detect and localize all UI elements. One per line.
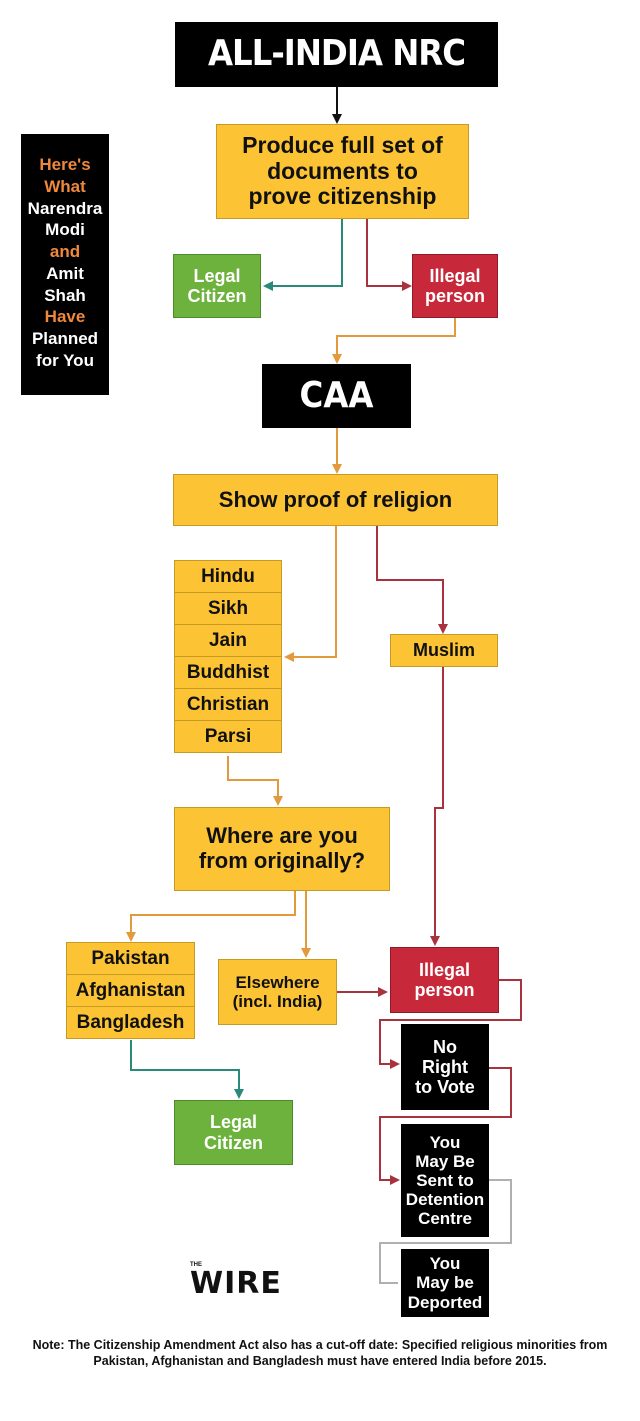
country-item: Pakistan [66, 942, 195, 975]
node-legal-citizen-1: Legal Citizen [173, 254, 261, 318]
religion-item: Parsi [174, 720, 282, 753]
logo-small-text: THE [190, 1262, 202, 1268]
node-detention-text: You May Be Sent to Detention Centre [405, 1132, 485, 1229]
side-title-line: Have [44, 307, 86, 327]
arrow-novote-to-detention [379, 1067, 512, 1185]
node-where-from-text: Where are you from originally? [198, 823, 366, 873]
side-title-line: and [49, 242, 81, 261]
footnote: Note: The Citizenship Amendment Act also… [32, 1338, 608, 1369]
religion-item: Hindu [174, 560, 282, 593]
country-item: Afghanistan [66, 974, 195, 1007]
arrow-proof-to-religions [284, 526, 337, 662]
node-where-from: Where are you from originally? [174, 807, 390, 891]
node-detention-centre: You May Be Sent to Detention Centre [401, 1124, 489, 1237]
node-no-right-to-vote: No Right to Vote [401, 1024, 489, 1110]
node-legal-citizen-2-text: Legal Citizen [203, 1112, 263, 1153]
node-legal-citizen-2: Legal Citizen [174, 1100, 293, 1165]
arrow-illegal-to-novote [379, 979, 522, 1069]
arrow-illegal-to-caa [332, 318, 456, 364]
node-muslim-text: Muslim [412, 640, 475, 661]
title-text: ALL-INDIA NRC [207, 33, 466, 75]
node-muslim: Muslim [390, 634, 498, 667]
node-show-proof-text: Show proof of religion [218, 486, 453, 512]
side-title-line: Shah [44, 285, 86, 305]
node-illegal-person-1-text: Illegal person [424, 265, 485, 306]
country-item: Bangladesh [66, 1006, 195, 1039]
side-title-line: Modi [45, 220, 85, 240]
side-title-line: Narendra [27, 198, 103, 218]
node-produce-documents: Produce full set of documents to prove c… [216, 124, 469, 219]
node-legal-citizen-1-text: Legal Citizen [187, 265, 247, 306]
node-deported-text: You May be Deported [407, 1254, 483, 1312]
node-elsewhere: Elsewhere (incl. India) [218, 959, 337, 1025]
node-deported: You May be Deported [401, 1249, 489, 1317]
arrow-detention-to-deported [379, 1179, 512, 1284]
node-illegal-person-1: Illegal person [412, 254, 498, 318]
node-caa-text: CAA [299, 374, 374, 416]
side-title-line: Planned [31, 329, 99, 348]
religion-item: Buddhist [174, 656, 282, 689]
side-title-line: for You [36, 350, 94, 370]
arrow-muslim-to-illegal [430, 667, 444, 946]
arrow-proof-to-muslim [376, 526, 448, 634]
side-title-line: What [44, 176, 86, 196]
node-elsewhere-text: Elsewhere (incl. India) [232, 972, 323, 1011]
node-show-proof-religion: Show proof of religion [173, 474, 498, 526]
arrow-countries-to-legal [130, 1040, 244, 1099]
logo-big-text: WIRE [190, 1266, 282, 1301]
side-title-line: Amit [46, 263, 84, 283]
arrow-produce-to-illegal [366, 219, 412, 291]
node-illegal-person-2: Illegal person [390, 947, 499, 1013]
the-wire-logo: THE WIRE [190, 1262, 290, 1302]
arrow-religions-to-where [227, 756, 283, 806]
religion-item: Christian [174, 688, 282, 721]
node-produce-documents-text: Produce full set of documents to prove c… [242, 131, 443, 210]
node-illegal-person-2-text: Illegal person [414, 959, 475, 1000]
node-no-vote-text: No Right to Vote [415, 1036, 475, 1098]
arrow-produce-to-legal [263, 219, 343, 291]
page-title: ALL-INDIA NRC [175, 22, 498, 87]
religion-item: Jain [174, 624, 282, 657]
side-title-line: Here's [39, 155, 91, 174]
arrow-where-to-countries [126, 891, 296, 942]
religion-item: Sikh [174, 592, 282, 625]
node-caa: CAA [262, 364, 411, 428]
